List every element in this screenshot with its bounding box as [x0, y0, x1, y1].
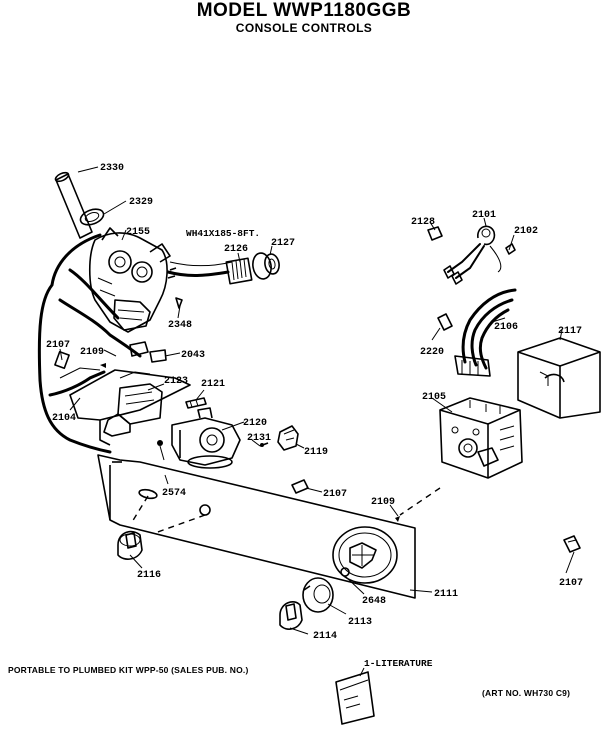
- clip-2102: [505, 243, 516, 255]
- harness-2106: [454, 288, 517, 377]
- part-label-2105: 2105: [422, 392, 446, 403]
- dial-2113: [302, 577, 334, 613]
- timer-2120: [171, 407, 241, 469]
- part-label-2114: 2114: [313, 631, 337, 642]
- part-label-2220: 2220: [420, 347, 444, 358]
- sensor-2101: [443, 225, 502, 285]
- plumbed-kit-note: PORTABLE TO PLUMBED KIT WPP-50 (SALES PU…: [8, 665, 249, 675]
- connector-2220: [437, 313, 453, 331]
- art-number: (ART NO. WH730 C9): [482, 688, 571, 698]
- screw-2574: [157, 440, 165, 461]
- switch-2119: [277, 425, 299, 451]
- part-label-2348: 2348: [168, 320, 192, 331]
- washer-2648: [340, 567, 350, 577]
- clip-2121: [185, 397, 207, 409]
- leader-lines: [59, 166, 575, 635]
- knob-2116: [117, 530, 143, 560]
- timer-2105: [439, 397, 523, 479]
- literature-label: 1-LITERATURE: [364, 658, 433, 669]
- part-label-2116: 2116: [137, 570, 161, 581]
- plug-2128: [427, 226, 443, 241]
- wire-harness: [37, 233, 142, 454]
- water-valve-assembly: [54, 171, 177, 333]
- part-label-2102: 2102: [514, 226, 538, 237]
- part-label-2329: 2329: [129, 197, 153, 208]
- fill-hose: [166, 252, 280, 285]
- literature-packet: [335, 667, 375, 725]
- connector-2107-right: [563, 535, 581, 553]
- part-label-2121: 2121: [201, 379, 225, 390]
- part-label-2106: 2106: [494, 322, 518, 333]
- part-label-2107-left: 2107: [46, 340, 70, 351]
- part-label-2117: 2117: [558, 326, 582, 337]
- part-label-2109-right: 2109: [371, 497, 395, 508]
- part-label-2155: 2155: [126, 227, 150, 238]
- switch-2123: [103, 383, 163, 437]
- part-label-2120: 2120: [243, 418, 267, 429]
- screw-2109-right: [395, 516, 400, 522]
- part-label-2104: 2104: [52, 413, 76, 424]
- console-panel-2111: [97, 454, 416, 599]
- part-label-2330: 2330: [100, 163, 124, 174]
- cover-2117: [517, 337, 601, 419]
- part-label-2574: 2574: [162, 488, 186, 499]
- diagram-title: MODEL WWP1180GGB: [196, 0, 412, 21]
- knob-2114: [279, 601, 303, 630]
- wire-note: WH41X185-8FT.: [186, 228, 260, 239]
- part-label-2111: 2111: [434, 589, 458, 600]
- assembly-line: [399, 487, 441, 516]
- part-label-2131: 2131: [247, 433, 271, 444]
- part-label-2123: 2123: [164, 376, 188, 387]
- part-label-2126: 2126: [224, 244, 248, 255]
- knob-2131: [259, 442, 269, 447]
- part-label-2109-left: 2109: [80, 347, 104, 358]
- part-label-2101: 2101: [472, 210, 496, 221]
- part-label-2128: 2128: [411, 217, 435, 228]
- part-label-2127: 2127: [271, 238, 295, 249]
- part-label-2119: 2119: [304, 447, 328, 458]
- part-label-2113: 2113: [348, 617, 372, 628]
- diagram-subtitle: CONSOLE CONTROLS: [235, 21, 373, 35]
- connector-2107-mid: [291, 479, 309, 494]
- part-label-2107-mid: 2107: [323, 489, 347, 500]
- part-label-2107-right: 2107: [559, 578, 583, 589]
- part-label-2043: 2043: [181, 350, 205, 361]
- part-label-2648: 2648: [362, 596, 386, 607]
- screw-2348: [175, 297, 183, 309]
- mounting-bracket: [54, 341, 191, 446]
